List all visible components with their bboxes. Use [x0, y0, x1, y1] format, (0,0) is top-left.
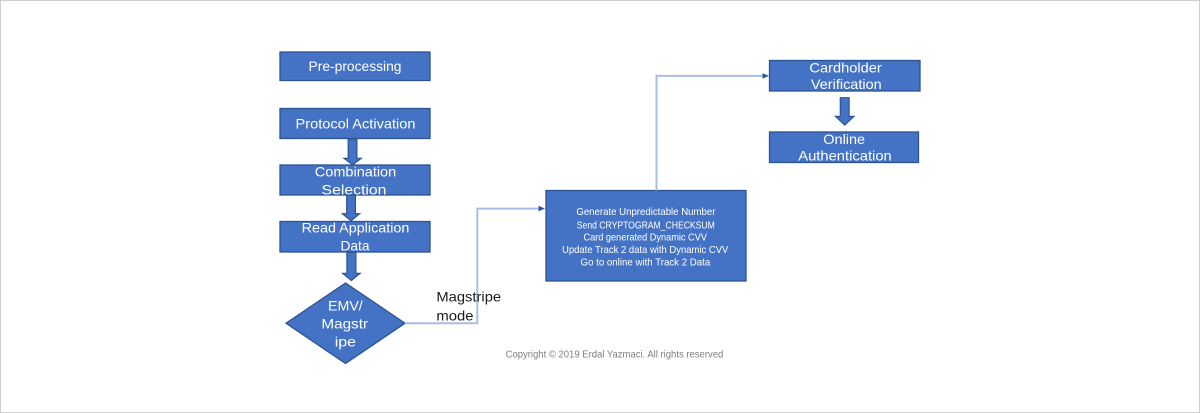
svg-text:Magstripe: Magstripe	[436, 288, 501, 304]
svg-text:Online: Online	[823, 131, 865, 147]
svg-text:mode: mode	[436, 308, 473, 324]
svg-text:Read Application: Read Application	[302, 220, 410, 236]
svg-text:Magstr: Magstr	[321, 315, 368, 331]
svg-text:Data: Data	[341, 238, 370, 254]
svg-text:Send CRYPTOGRAM_CHECKSUM: Send CRYPTOGRAM_CHECKSUM	[577, 220, 715, 232]
svg-text:Update Track 2 data with Dyna: Update Track 2 data with Dynamic CVV	[562, 244, 728, 256]
svg-text:EMV/: EMV/	[328, 298, 363, 314]
svg-text:ipe: ipe	[335, 334, 357, 350]
svg-text:Cardholder: Cardholder	[809, 60, 882, 76]
svg-text:Pre-processing: Pre-processing	[309, 58, 402, 74]
svg-text:Combination: Combination	[315, 164, 396, 180]
svg-text:Generate Unpredictable Number: Generate Unpredictable Number	[576, 206, 716, 218]
svg-text:Protocol Activation: Protocol Activation	[296, 116, 416, 132]
svg-text:Go to online with Track 2 Data: Go to online with Track 2 Data	[581, 256, 711, 268]
svg-text:Copyright © 2019 Erdal Yazmaci: Copyright © 2019 Erdal Yazmaci. All righ…	[506, 349, 724, 361]
svg-text:Verification: Verification	[811, 76, 882, 92]
svg-text:Card generated Dynamic CVV: Card generated Dynamic CVV	[583, 232, 707, 244]
svg-text:Authentication: Authentication	[798, 148, 892, 164]
svg-text:Selection: Selection	[322, 182, 387, 198]
